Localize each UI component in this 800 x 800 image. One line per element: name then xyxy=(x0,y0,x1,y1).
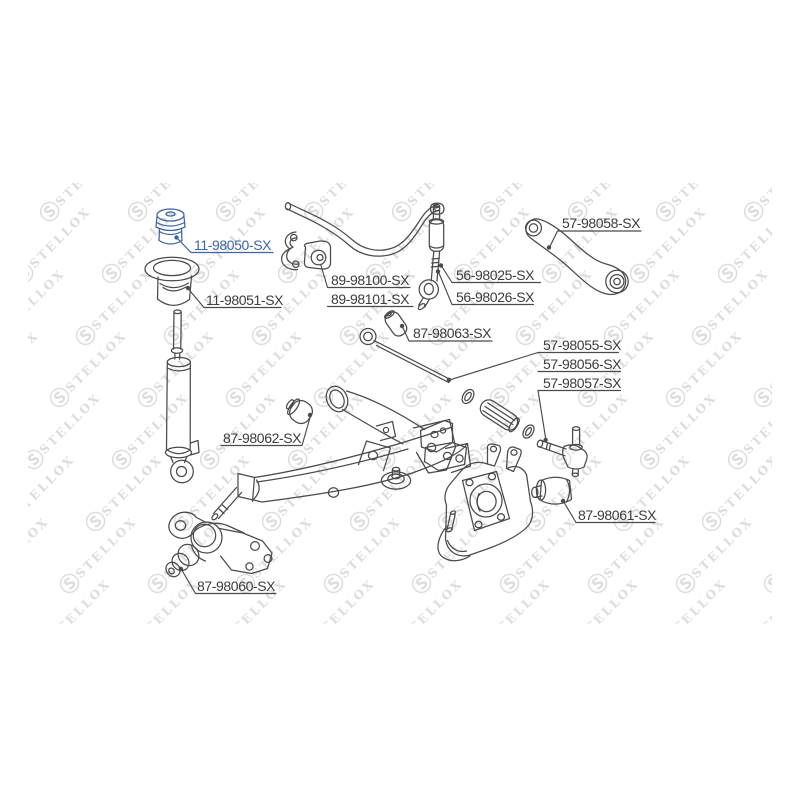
part-label-56-98026-sx[interactable]: 56-98026-SX xyxy=(456,289,535,305)
part-label-89-98101-sx[interactable]: 89-98101-SX xyxy=(331,291,410,307)
part-label-11-98050-sx[interactable]: 11-98050-SX xyxy=(194,237,272,253)
leader-11-98051 xyxy=(188,288,282,309)
leader-57-98055 xyxy=(449,351,620,381)
drawing-arm-bushing xyxy=(285,398,314,425)
drawing-lateral-rod-assembly xyxy=(359,310,535,439)
part-label-56-98025-sx[interactable]: 56-98025-SX xyxy=(456,267,535,283)
part-label-87-98060-sx[interactable]: 87-98060-SX xyxy=(197,578,276,594)
drawing-subframe-bracket xyxy=(419,419,468,472)
part-label-87-98063-sx[interactable]: 87-98063-SX xyxy=(413,325,492,341)
part-label-87-98062-sx[interactable]: 87-98062-SX xyxy=(223,430,302,446)
drawing-stabilizer-bar xyxy=(284,201,445,257)
drawing-stabilizer-link xyxy=(417,203,445,311)
part-label-89-98100-sx[interactable]: 89-98100-SX xyxy=(331,272,410,288)
part-label-57-98057-sx[interactable]: 57-98057-SX xyxy=(543,375,622,391)
drawing-tie-rod-end xyxy=(536,426,588,478)
part-label-11-98051-sx[interactable]: 11-98051-SX xyxy=(206,292,284,308)
drawing-stabilizer-clamp-bushing xyxy=(281,231,332,271)
callout-dot xyxy=(543,437,548,443)
drawing-strut-mount xyxy=(144,256,200,306)
callout-dot xyxy=(307,412,313,418)
part-label-57-98058-sx[interactable]: 57-98058-SX xyxy=(562,215,641,231)
drawing-knuckle xyxy=(437,443,534,562)
drawing-shock-absorber xyxy=(164,309,200,484)
leader-87-98063 xyxy=(402,326,493,342)
drawing-knuckle-bushing xyxy=(531,476,573,505)
leader-57-98057 xyxy=(537,389,622,439)
part-label-57-98055-sx[interactable]: 57-98055-SX xyxy=(543,337,622,353)
part-label-87-98061-sx[interactable]: 87-98061-SX xyxy=(578,507,657,523)
leader-56-98025 xyxy=(440,265,542,284)
leader-87-98060 xyxy=(181,569,277,595)
leader-11-98050 xyxy=(176,237,274,254)
leader-89-98100 xyxy=(320,264,411,289)
leader-56-98026 xyxy=(437,271,535,306)
part-label-57-98056-sx[interactable]: 57-98056-SX xyxy=(543,356,622,372)
drawing-strut-bump-stop xyxy=(155,208,186,245)
callout-dot xyxy=(446,377,452,382)
drawing-bracket-bushing xyxy=(165,511,273,578)
leader-87-98061 xyxy=(563,501,656,524)
leader-57-98058 xyxy=(549,230,642,248)
callout-dot xyxy=(399,323,405,329)
drawing-trailing-arm-beam xyxy=(211,385,472,521)
leader-87-98062 xyxy=(220,415,312,447)
drawing-upper-control-arm xyxy=(524,218,629,296)
